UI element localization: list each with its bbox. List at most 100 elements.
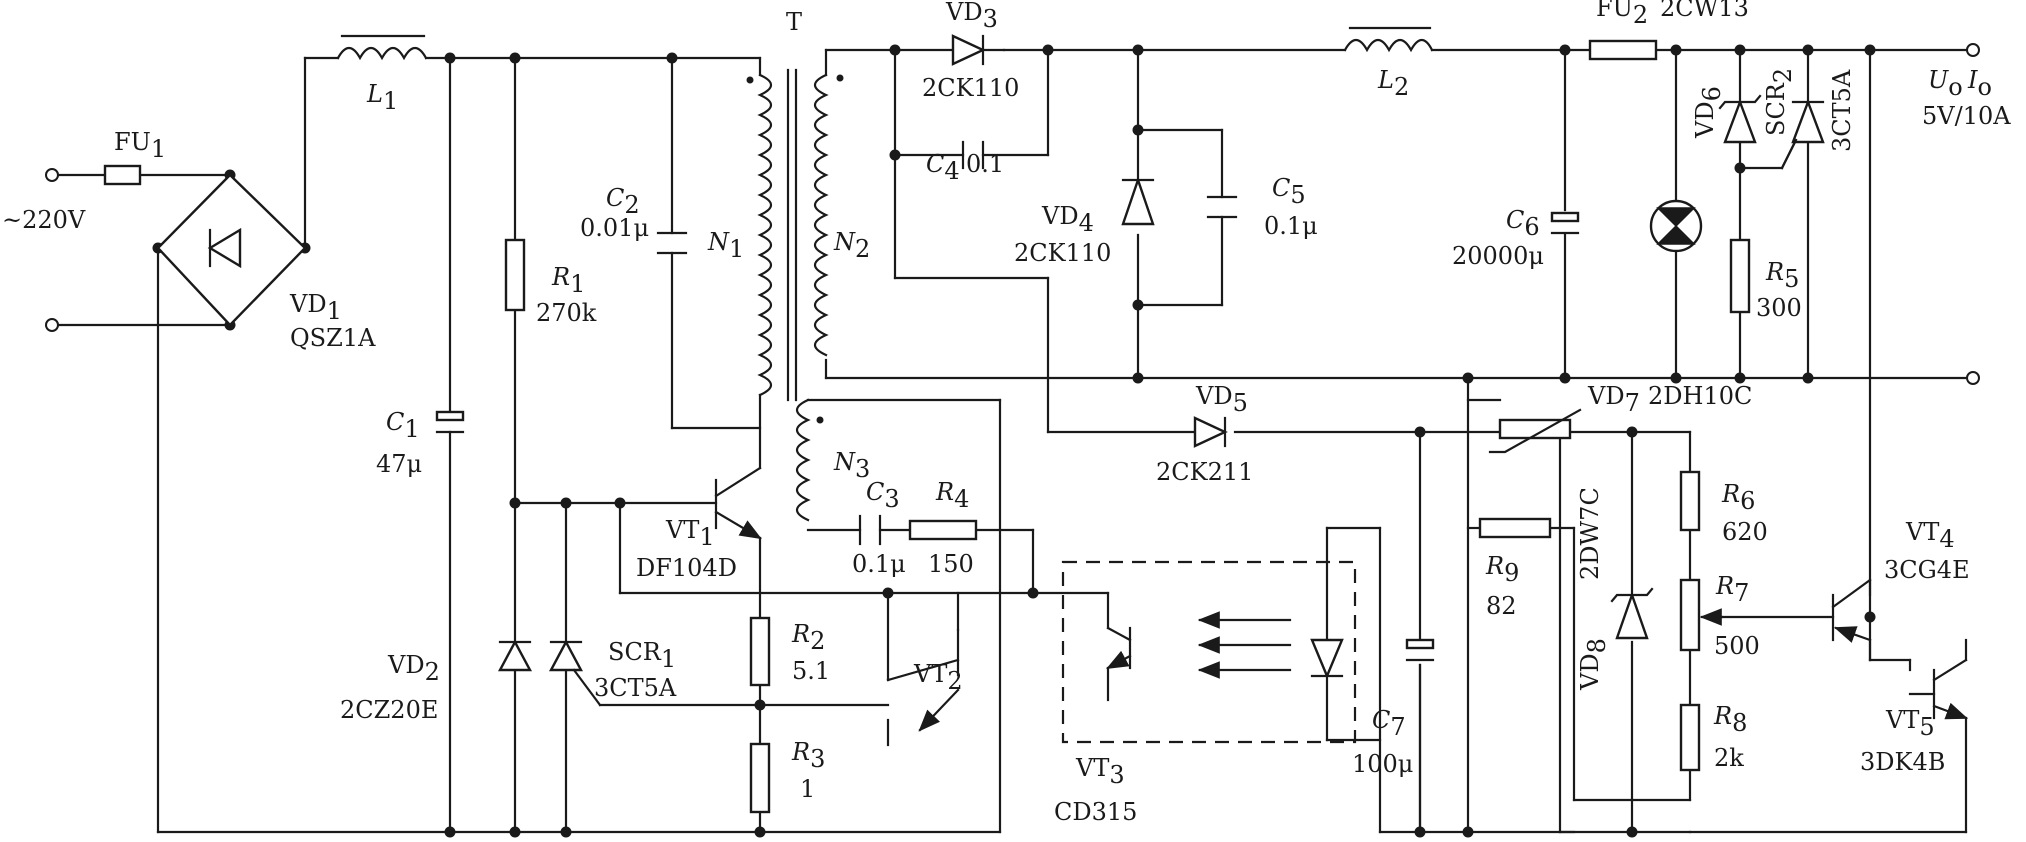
transistor-vt1 [714, 466, 762, 540]
capacitor-c5 [1206, 195, 1238, 219]
label-c2: C2 [606, 184, 640, 219]
capacitor-c2 [656, 231, 688, 255]
label-r6-value: 620 [1722, 518, 1768, 546]
label-fu1: FU1 [114, 128, 166, 163]
diode-vd5 [1193, 416, 1228, 448]
inductor-l1 [336, 34, 428, 61]
label-c4: C4 [926, 150, 960, 185]
transistor-vt5 [1908, 658, 1969, 720]
label-vd2-type: 2CZ20E [340, 696, 438, 724]
capacitor-c3 [858, 514, 882, 546]
inductor-l2 [1343, 26, 1434, 53]
resistor-r3 [749, 742, 771, 814]
label-r4-value: 150 [928, 550, 974, 578]
label-vt3-type: CD315 [1054, 798, 1137, 826]
label-vd8: VD8 [1576, 638, 1611, 691]
label-vd4-type: 2CK110 [1014, 239, 1111, 267]
label-r5-value: 300 [1756, 294, 1802, 322]
diode-vd4 [1121, 176, 1155, 226]
label-vt1-type: DF104D [636, 554, 737, 582]
label-r8-value: 2k [1714, 744, 1744, 772]
label-r5: R5 [1765, 258, 1799, 293]
resistor-r5 [1729, 238, 1751, 314]
label-n2: N2 [833, 228, 870, 263]
label-scr1: SCR1 [608, 638, 676, 673]
label-vd3-type: 2CK110 [922, 74, 1019, 102]
label-vd7-type: 2DH10C [1648, 382, 1752, 410]
terminals [45, 43, 1980, 385]
resistor-r2 [749, 616, 771, 687]
label-n3: N3 [833, 448, 870, 483]
label-vt1: VT1 [665, 516, 715, 551]
label-ac-in: ~220V [2, 206, 86, 234]
label-c3: C3 [866, 478, 900, 513]
resistor-r4 [908, 519, 978, 541]
label-c2-value: 0.01μ [580, 214, 649, 242]
label-r1: R1 [551, 263, 585, 298]
resistor-r1 [504, 238, 526, 312]
label-r7-value: 500 [1714, 632, 1760, 660]
label-vd4: VD4 [1041, 202, 1094, 237]
varistor-vd7 [1488, 408, 1582, 454]
label-vt4: VT4 [1905, 518, 1955, 553]
label-r9-value: 82 [1486, 592, 1517, 620]
label-scr1-type: 3CT5A [594, 674, 677, 702]
transistor-vt4 [1831, 578, 1872, 643]
zener-vd8 [1610, 587, 1654, 640]
label-c4-value: 0.1 [966, 150, 1004, 178]
label-scr2: SCR2 [1762, 68, 1797, 136]
label-r1-value: 270k [536, 299, 597, 327]
label-vd1: VD1 [289, 290, 342, 325]
label-c5-value: 0.1μ [1264, 212, 1318, 240]
potentiometer-r7 [1679, 578, 1724, 652]
capacitor-c1 [435, 410, 465, 434]
optocoupler-vt3 [1061, 560, 1357, 744]
diode-vd2 [497, 639, 533, 672]
label-output-rating: 5V/10A [1922, 102, 2011, 130]
label-vt5-type: 3DK4B [1860, 748, 1945, 776]
indicator-lamp [1649, 199, 1703, 253]
label-vt4-type: 3CG4E [1884, 556, 1970, 584]
label-c5: C5 [1272, 174, 1306, 209]
label-c7-value: 100μ [1352, 750, 1413, 778]
label-c6-value: 20000μ [1452, 242, 1544, 270]
label-c6: C6 [1506, 206, 1540, 241]
label-vd1-type: QSZ1A [290, 324, 376, 352]
label-c1: C1 [386, 408, 420, 443]
resistor-r8 [1679, 703, 1701, 772]
label-l2: L2 [1377, 66, 1409, 101]
label-r3: R3 [791, 738, 825, 773]
fuse-fu2 [1588, 39, 1658, 61]
label-vd6: VD6 [1691, 86, 1726, 139]
label-r9: R9 [1485, 552, 1519, 587]
capacitor-c6 [1550, 211, 1580, 235]
label-io: Io [1967, 66, 1992, 101]
component-labels: ~220V FU1 VD1 QSZ1A L1 C1 47μ R1 270k C2… [2, 0, 2011, 826]
resistor-r9 [1478, 517, 1552, 539]
capacitor-c4 [961, 140, 985, 170]
label-vd7: VD7 [1587, 382, 1640, 417]
label-r7: R7 [1715, 572, 1749, 607]
label-fu2: FU2 [1596, 0, 1648, 29]
zener-vd6 [1718, 94, 1762, 144]
bridge-rectifier-vd1 [156, 173, 307, 327]
scr-scr2 [1780, 98, 1825, 170]
label-vt5: VT5 [1885, 706, 1935, 741]
transformer-t [746, 68, 844, 522]
label-vd3: VD3 [945, 0, 998, 33]
label-l1: L1 [366, 80, 398, 115]
label-vt2: VT2 [913, 660, 963, 695]
label-r2-value: 5.1 [792, 657, 830, 685]
label-scr2-type: 3CT5A [1828, 69, 1856, 152]
label-vt3: VT3 [1075, 754, 1125, 789]
label-vd6-type: 2CW13 [1660, 0, 1749, 22]
label-uo: Uo [1928, 66, 1963, 101]
label-r3-value: 1 [800, 775, 815, 803]
label-r8: R8 [1713, 702, 1747, 737]
label-vd5-type: 2CK211 [1156, 458, 1253, 486]
resistor-r6 [1679, 470, 1701, 532]
diode-vd3 [951, 34, 1006, 66]
capacitor-c7 [1405, 638, 1435, 662]
transistor-vt2 [886, 628, 960, 732]
